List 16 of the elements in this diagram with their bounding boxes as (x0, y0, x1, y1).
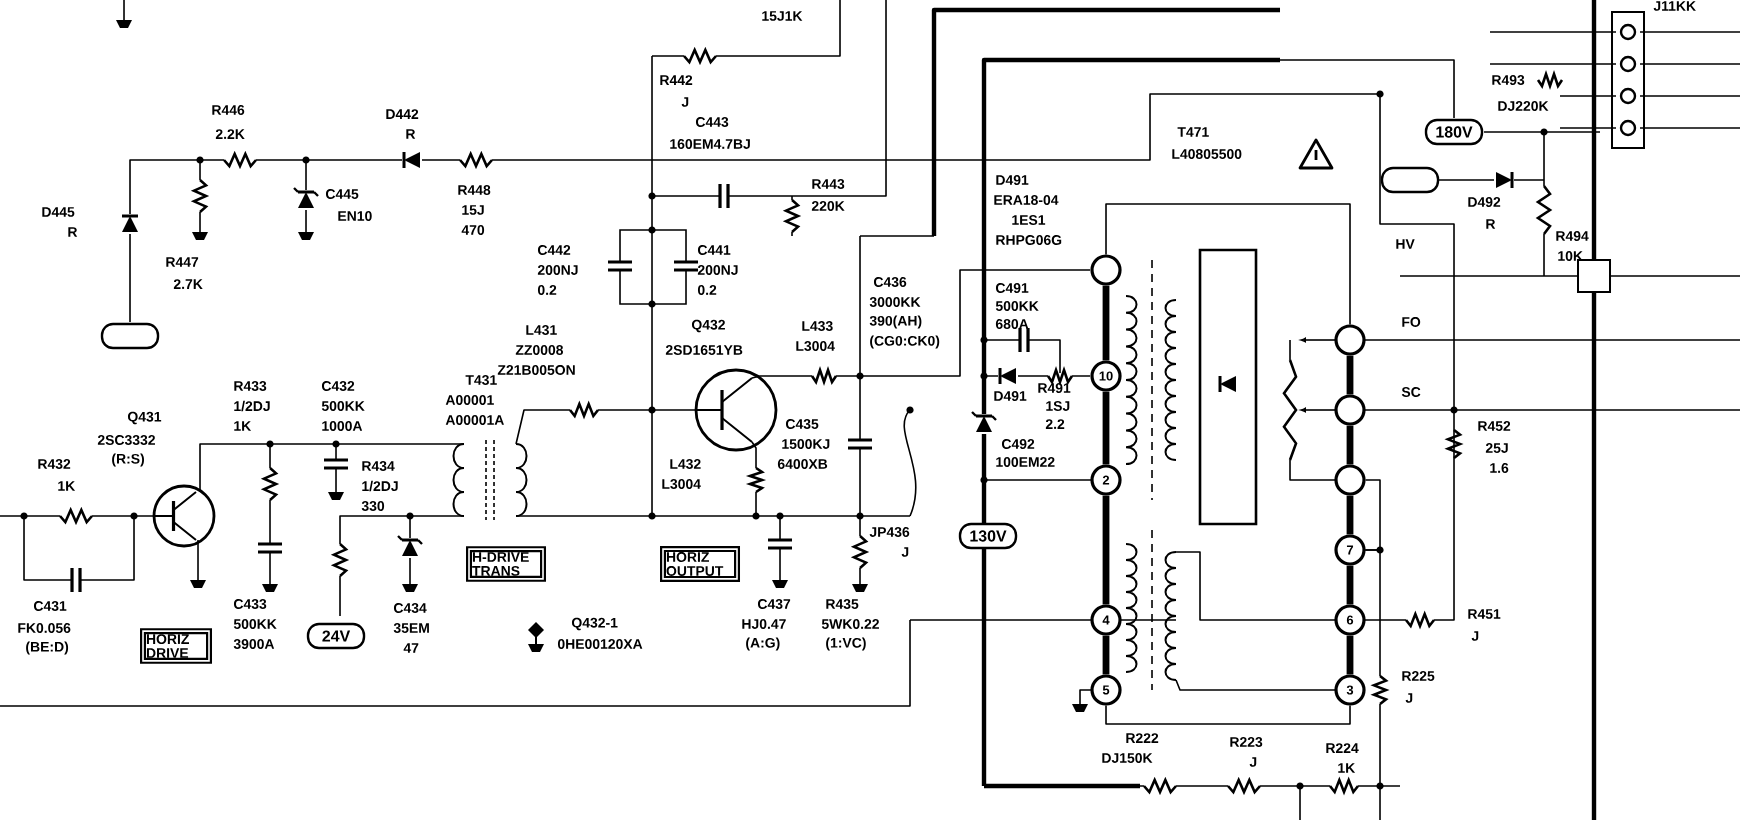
wire (1105, 704, 1351, 725)
terminal-circle (1334, 464, 1366, 496)
wire (1364, 479, 1381, 551)
wire (1102, 285, 1110, 361)
wire (1102, 635, 1110, 675)
wire (1346, 635, 1354, 675)
terminal-circle (1334, 324, 1366, 356)
wire (1346, 565, 1354, 605)
terminal-circle (1334, 394, 1366, 426)
wire (1346, 495, 1354, 535)
wire (1105, 203, 1351, 326)
wire (1102, 391, 1110, 465)
wire (1102, 495, 1110, 605)
wire (1346, 425, 1354, 465)
terminal-circle (1090, 254, 1122, 286)
wire (1346, 355, 1354, 395)
